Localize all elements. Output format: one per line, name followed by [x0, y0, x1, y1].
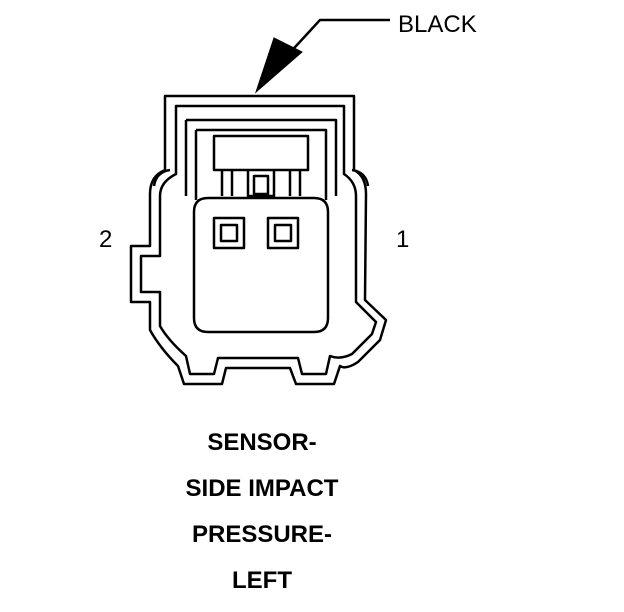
- pin-number-left: 2: [99, 226, 113, 253]
- housing-outer-outline: [129, 94, 388, 386]
- terminal-cavity-1: [266, 216, 300, 250]
- terminal-face: [192, 196, 330, 334]
- latch-frame-inner: [194, 128, 328, 200]
- connector-caption: SENSOR- SIDE IMPACT PRESSURE- LEFT: [112, 428, 412, 612]
- latch-tab-ribs: [220, 170, 302, 196]
- caption-line: LEFT: [232, 567, 292, 594]
- wire-color-label: BLACK: [398, 11, 477, 38]
- housing-inner-outline: [139, 104, 378, 376]
- left-shoulder-bump: [152, 168, 171, 187]
- wire-color-leader-arrow: [254, 18, 390, 94]
- latch-key: [246, 170, 276, 198]
- latch-tab: [212, 134, 310, 172]
- latch-key-slot: [252, 174, 270, 196]
- caption-line: SENSOR-: [207, 429, 317, 456]
- pin-number-right: 1: [396, 226, 410, 253]
- right-shoulder-bump: [351, 168, 370, 187]
- connector-body: [129, 94, 388, 386]
- caption-line: PRESSURE-: [191, 521, 333, 548]
- latch-frame-outer: [186, 118, 338, 196]
- terminal-cavity-2: [212, 216, 246, 250]
- caption-line: SIDE IMPACT: [185, 475, 339, 502]
